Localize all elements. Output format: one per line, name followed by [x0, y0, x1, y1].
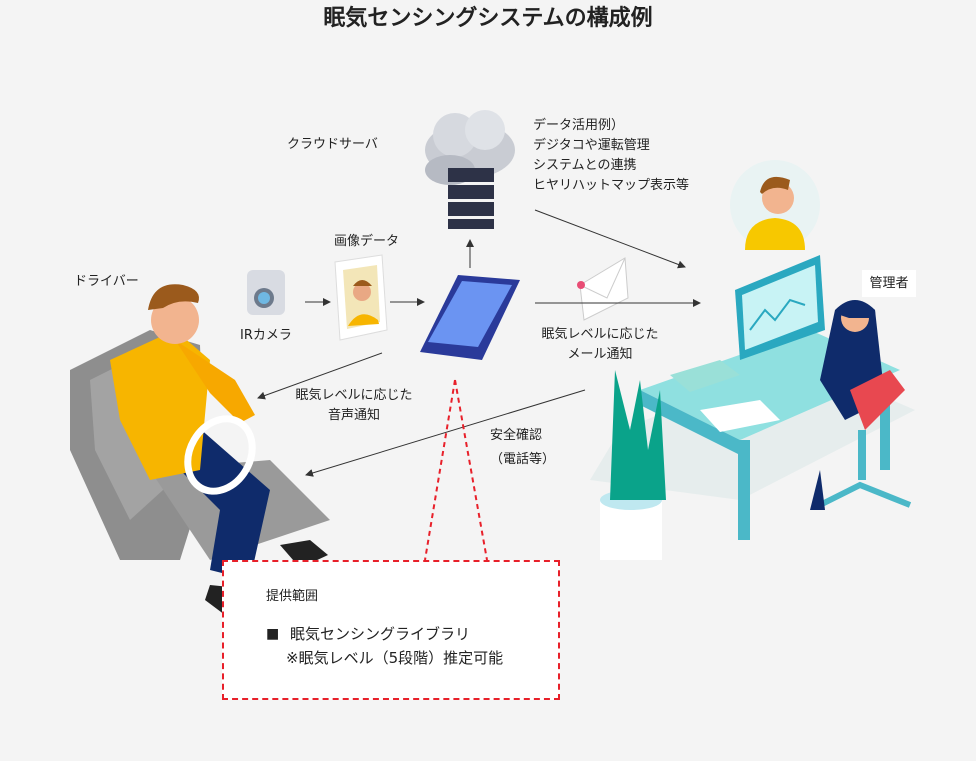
- voice-notice-line: 眠気レベルに応じた: [295, 388, 413, 403]
- data-use-line: デジタコや運転管理: [533, 138, 650, 153]
- diagram-title: 眠気センシングシステムの構成例: [323, 6, 653, 31]
- mail-notice-line: 眠気レベルに応じた: [541, 327, 659, 342]
- voice-notice-line: 音声通知: [327, 408, 380, 423]
- mail-notice-line: メール通知: [567, 347, 633, 362]
- scope-heading: 提供範囲: [266, 589, 319, 604]
- arrow-phone-to-driver: [257, 352, 383, 400]
- admin-desk-illustration: [590, 255, 915, 560]
- smartphone-icon: [420, 275, 520, 360]
- cloud-server-icon: [425, 110, 515, 229]
- scope-note: ※眠気レベル（5段階）推定可能: [286, 649, 504, 667]
- scope-box: 提供範囲 ■ 眠気センシングライブラリ ※眠気レベル（5段階）推定可能: [222, 560, 560, 700]
- data-use-line: ヒヤリハットマップ表示等: [533, 178, 690, 193]
- voice-notice-label: 眠気レベルに応じた 音声通知: [284, 386, 424, 426]
- scope-callout-lines: [424, 379, 488, 561]
- mail-notice-label: 眠気レベルに応じた メール通知: [530, 325, 670, 365]
- image-data-icon: [334, 254, 388, 341]
- safety-check-line: 安全確認: [490, 428, 543, 443]
- ir-camera-icon: [247, 270, 285, 315]
- ir-camera-label: IRカメラ: [240, 328, 292, 343]
- cloud-server-label: クラウドサーバ: [287, 137, 378, 152]
- driver-label: ドライバー: [74, 274, 139, 289]
- mail-icon: [577, 257, 629, 321]
- data-use-examples: データ活用例） デジタコや運転管理 システムとの連携 ヒヤリハットマップ表示等: [533, 116, 689, 196]
- bullet-icon: ■: [266, 626, 280, 642]
- admin-avatar-icon: [730, 160, 820, 250]
- data-use-line: データ活用例）: [533, 118, 625, 133]
- arrow-cloud-to-admin: [534, 209, 686, 269]
- scope-item: 眠気センシングライブラリ: [290, 625, 471, 643]
- data-use-line: システムとの連携: [533, 158, 637, 173]
- admin-label: 管理者: [862, 270, 916, 297]
- driver-illustration: [70, 284, 330, 615]
- arrow-admin-to-driver: [305, 389, 586, 477]
- safety-check-label: 安全確認 （電話等）: [490, 424, 555, 472]
- image-data-label: 画像データ: [334, 234, 400, 249]
- safety-check-line: （電話等）: [490, 452, 556, 467]
